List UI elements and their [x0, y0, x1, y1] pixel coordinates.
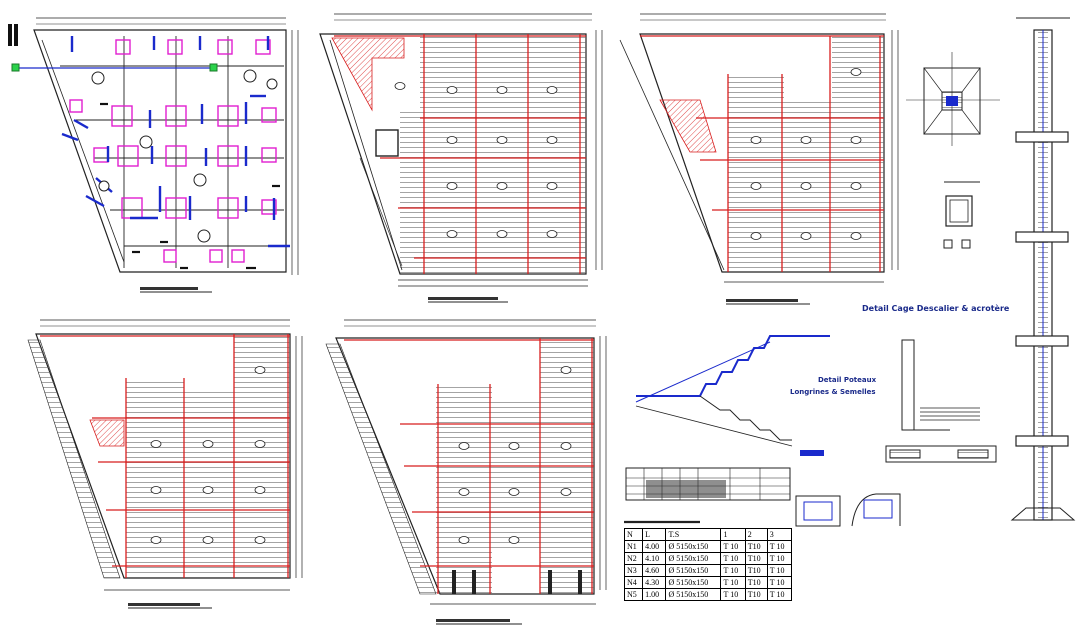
cell-ts: Ø 5150x150: [665, 552, 722, 565]
cell-n: N4: [623, 576, 644, 589]
stair-section-detail: [635, 335, 830, 456]
cell-c1: T 10: [720, 540, 746, 553]
table-row: N4 4.30 Ø 5150x150 T 10 T10 T 10: [623, 576, 793, 589]
cell-c3: T 10: [766, 564, 793, 577]
reinforcement-table: N L T.S 1 2 3 N1 4.00 Ø 5150x150 T 10 T1…: [623, 528, 793, 601]
table-row: N2 4.10 Ø 5150x150 T 10 T10 T 10: [623, 552, 793, 565]
cell-c2: T10: [744, 564, 768, 577]
slab-plan-4: [27, 319, 303, 609]
cell-ts: Ø 5150x150: [665, 588, 722, 601]
col-header-2: 2: [744, 528, 768, 541]
cell-c1: T 10: [720, 552, 746, 565]
slab-plan-2: [319, 13, 603, 303]
col-header-3: 3: [766, 528, 793, 541]
cell-c2: T10: [744, 540, 768, 553]
acroterion-detail: [885, 339, 997, 463]
footing-detail: [906, 52, 1000, 146]
cell-c1: T 10: [720, 588, 746, 601]
cell-l: 4.30: [642, 576, 667, 589]
col-header-1: 1: [720, 528, 746, 541]
cell-ts: Ø 5150x150: [665, 576, 722, 589]
cell-c3: T 10: [766, 540, 793, 553]
column-section-detail: [943, 181, 980, 249]
cell-l: 4.60: [642, 564, 667, 577]
foundation-plan: [8, 17, 299, 293]
cell-c3: T 10: [766, 576, 793, 589]
detail-poteaux-label: Detail Poteaux: [818, 376, 877, 384]
cell-n: N2: [623, 552, 644, 565]
cell-n: N1: [623, 540, 644, 553]
cell-c1: T 10: [720, 576, 746, 589]
slab-plan-5: [325, 319, 607, 625]
cell-c2: T10: [744, 588, 768, 601]
table-header-row: N L T.S 1 2 3: [623, 528, 793, 541]
table-row: N5 1.00 Ø 5150x150 T 10 T10 T 10: [623, 588, 793, 601]
table-row: N1 4.00 Ø 5150x150 T 10 T10 T 10: [623, 540, 793, 553]
small-schedule-table: [625, 467, 791, 501]
cell-c1: T 10: [720, 564, 746, 577]
detail-cage-title: Detail Cage Descalier & acrotère: [862, 304, 1010, 313]
cell-n: N3: [623, 564, 644, 577]
cell-l: 1.00: [642, 588, 667, 601]
column-elevation: [1010, 17, 1076, 521]
slab-plan-3: [619, 13, 899, 305]
longrines-semelles-label: Longrines & Semelles: [790, 388, 876, 396]
col-header-ts: T.S: [665, 528, 722, 541]
col-header-n: N: [623, 528, 644, 541]
cell-ts: Ø 5150x150: [665, 564, 722, 577]
cell-l: 4.10: [642, 552, 667, 565]
cell-l: 4.00: [642, 540, 667, 553]
cell-c3: T 10: [766, 588, 793, 601]
beam-section-detail: [795, 493, 901, 527]
col-header-l: L: [642, 528, 667, 541]
cell-ts: Ø 5150x150: [665, 540, 722, 553]
cell-c2: T10: [744, 576, 768, 589]
table-row: N3 4.60 Ø 5150x150 T 10 T10 T 10: [623, 564, 793, 577]
cell-c3: T 10: [766, 552, 793, 565]
cell-n: N5: [623, 588, 644, 601]
cell-c2: T10: [744, 552, 768, 565]
